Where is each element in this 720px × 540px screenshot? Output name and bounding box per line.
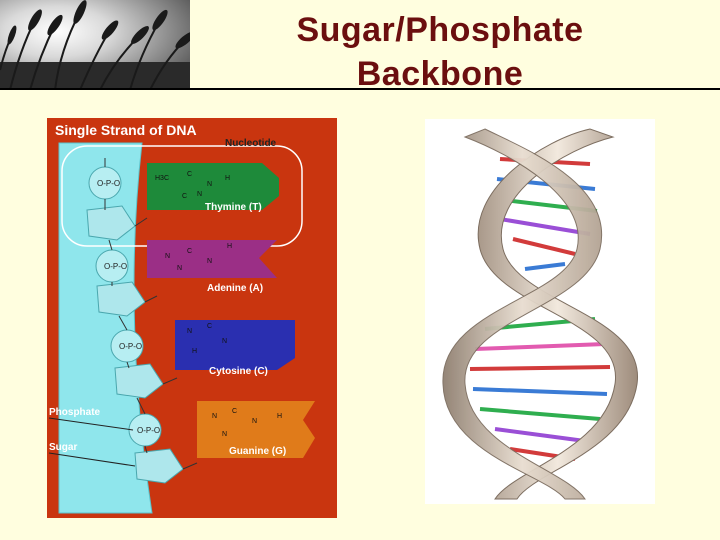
- base-label-thymine: Thymine (T): [205, 202, 262, 213]
- base-pair-rung: [499, 217, 591, 236]
- svg-text:N: N: [187, 328, 192, 335]
- figure-heading: Single Strand of DNA: [55, 122, 197, 138]
- slide-header: Sugar/Phosphate Backbone: [0, 0, 720, 93]
- base-label-adenine: Adenine (A): [207, 283, 263, 294]
- svg-text:H: H: [227, 243, 232, 250]
- svg-text:H: H: [225, 175, 230, 182]
- double-helix-figure: [425, 119, 655, 504]
- thymine-base-shape: [147, 163, 279, 210]
- header-divider: [0, 88, 720, 90]
- sugar-ring-1: [86, 205, 136, 241]
- svg-text:H: H: [192, 348, 197, 355]
- guanine-base-shape: [197, 401, 315, 458]
- svg-text:N: N: [252, 418, 257, 425]
- svg-text:N: N: [222, 431, 227, 438]
- svg-text:N: N: [177, 265, 182, 272]
- cytosine-base-shape: [175, 320, 295, 370]
- page-title: Sugar/Phosphate Backbone: [230, 8, 650, 96]
- nucleotide-label: Nucleotide: [225, 138, 277, 149]
- sugar-label: Sugar: [49, 442, 77, 453]
- sugar-ring-4: [134, 448, 184, 484]
- svg-text:N: N: [207, 258, 212, 265]
- svg-text:C: C: [232, 408, 237, 415]
- svg-text:N: N: [212, 413, 217, 420]
- svg-text:O-P-O: O-P-O: [119, 342, 142, 351]
- base-pair-rung: [474, 342, 606, 351]
- svg-text:C: C: [187, 248, 192, 255]
- helix-strand-back: [442, 128, 603, 500]
- svg-text:C: C: [187, 171, 192, 178]
- base-pair-rung: [479, 407, 601, 421]
- svg-text:O-P-O: O-P-O: [137, 426, 160, 435]
- base-pair-rung: [469, 365, 611, 371]
- sugar-ring-3: [114, 363, 164, 399]
- phosphate-label: Phosphate: [49, 407, 101, 418]
- base-pair-rung: [524, 262, 566, 271]
- helix-strand-front: [477, 128, 638, 500]
- svg-text:N: N: [207, 181, 212, 188]
- sugar-pointer: [48, 452, 136, 467]
- wheat-field-photo: [0, 0, 190, 90]
- svg-text:C: C: [182, 193, 187, 200]
- single-strand-dna-figure: Single Strand of DNA Nucleotide O-P-O O-P…: [47, 118, 337, 518]
- svg-text:H: H: [277, 413, 282, 420]
- svg-text:H3C: H3C: [155, 175, 169, 182]
- base-pair-rung: [494, 427, 586, 443]
- svg-text:N: N: [222, 338, 227, 345]
- base-pair-rung: [512, 237, 576, 256]
- svg-text:O-P-O: O-P-O: [97, 179, 120, 188]
- svg-text:O-P-O: O-P-O: [104, 262, 127, 271]
- svg-text:N: N: [165, 253, 170, 260]
- sugar-ring-2: [96, 281, 146, 317]
- base-pair-rung: [472, 387, 608, 396]
- title-line-2: Backbone: [356, 55, 524, 93]
- base-label-cytosine: Cytosine (C): [209, 366, 268, 377]
- base-label-guanine: Guanine (G): [229, 446, 286, 457]
- phosphate-pointer: [48, 417, 134, 431]
- svg-text:C: C: [207, 323, 212, 330]
- adenine-base-shape: [147, 240, 277, 278]
- title-line-1: Sugar/Phosphate: [296, 11, 584, 49]
- svg-text:N: N: [197, 191, 202, 198]
